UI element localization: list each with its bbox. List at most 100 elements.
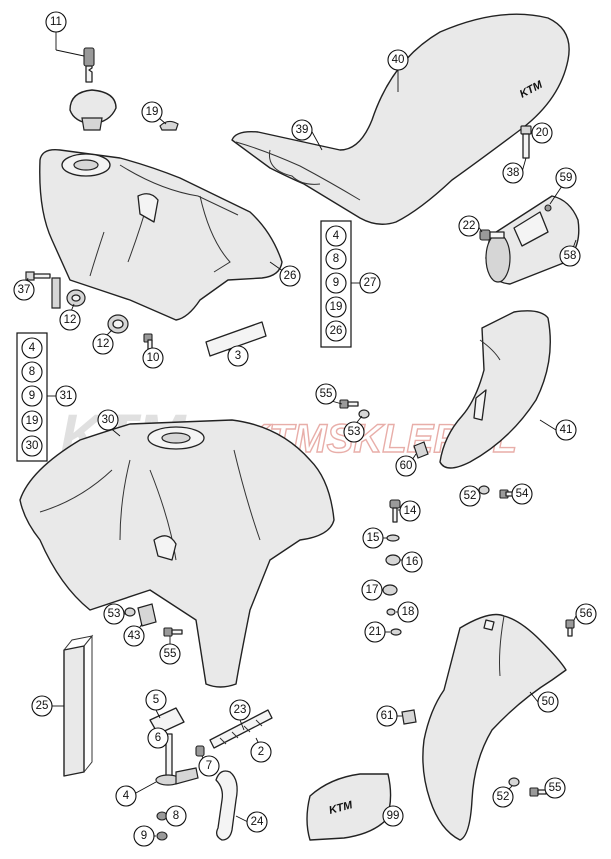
kit-box-27-item: 19: [325, 296, 347, 318]
callout-52a: 52: [459, 485, 481, 507]
callout-56: 56: [573, 603, 597, 625]
callout-9: 9: [133, 825, 156, 847]
svg-text:14: 14: [404, 505, 417, 517]
callout-3: 3: [227, 345, 249, 367]
svg-text:4: 4: [29, 342, 36, 354]
svg-text:55: 55: [320, 388, 333, 400]
callout-7: 7: [198, 755, 220, 777]
callout-21: 21: [364, 621, 390, 643]
svg-text:50: 50: [542, 696, 555, 708]
bolt-20: [520, 125, 532, 159]
callout-31: 31: [47, 385, 77, 407]
svg-text:25: 25: [36, 700, 49, 712]
svg-text:22: 22: [463, 220, 476, 232]
callout-53a: 53: [343, 415, 365, 443]
tool-bag: [485, 195, 580, 285]
callout-52b: 52: [492, 785, 514, 808]
callouts: 11 19 40 39 20 38 59 22 58 26 27 37 12 1…: [13, 11, 597, 847]
svg-text:19: 19: [146, 106, 159, 118]
callout-16: 16: [400, 551, 423, 573]
washer-53a: [124, 607, 136, 617]
svg-text:9: 9: [333, 277, 339, 289]
callout-12b: 12: [92, 329, 114, 355]
svg-text:8: 8: [333, 253, 339, 265]
clip-61: [401, 709, 417, 725]
key-blade-icon: [85, 65, 93, 83]
callout-99: 99: [382, 805, 404, 827]
fuel-tap-lever: [175, 767, 199, 785]
fuel-tank-upper: [39, 149, 283, 321]
washer-18: [386, 608, 396, 616]
callout-37: 37: [13, 277, 35, 301]
callout-12a: 12: [59, 303, 81, 331]
callout-23: 23: [229, 699, 251, 731]
svg-text:7: 7: [206, 760, 212, 772]
callout-61: 61: [376, 705, 402, 727]
svg-text:9: 9: [29, 390, 35, 402]
callout-41: 41: [539, 419, 577, 441]
bolt-22: [479, 229, 505, 241]
kit-box-27: 4 8 9 19 26: [320, 220, 352, 348]
callout-38: 38: [502, 157, 527, 184]
svg-text:12: 12: [97, 338, 110, 350]
kit-box-31-item: 8: [21, 361, 43, 383]
svg-text:21: 21: [369, 626, 382, 638]
svg-text:11: 11: [50, 16, 62, 28]
svg-text:60: 60: [400, 460, 413, 472]
clamp-2: [195, 745, 205, 757]
svg-text:12: 12: [64, 314, 77, 326]
callout-53b: 53: [103, 603, 126, 625]
svg-text:99: 99: [387, 810, 400, 822]
bolt-55b: [163, 627, 183, 637]
callout-54: 54: [511, 483, 533, 505]
svg-text:6: 6: [155, 732, 161, 744]
kit-box-27-item: 4: [325, 225, 347, 247]
bolt-55c: [529, 787, 547, 797]
svg-text:43: 43: [128, 630, 141, 642]
svg-text:58: 58: [564, 250, 577, 262]
bolt-37: [25, 271, 51, 281]
callout-20: 20: [531, 122, 553, 144]
callout-55b: 55: [159, 636, 181, 665]
svg-text:19: 19: [330, 301, 343, 313]
callout-17: 17: [361, 579, 383, 601]
svg-text:24: 24: [251, 816, 264, 828]
callout-50: 50: [529, 691, 559, 713]
seat: KTM: [231, 13, 570, 225]
svg-text:20: 20: [536, 127, 549, 139]
callout-43: 43: [123, 623, 145, 647]
fuel-hose-24: [215, 770, 238, 841]
kit-box-27-item: 9: [325, 272, 347, 294]
callout-19: 19: [141, 101, 167, 125]
svg-text:30: 30: [26, 440, 39, 452]
washer-21: [390, 628, 402, 636]
rubber-plug: [159, 120, 179, 131]
cover-99: KTM: [306, 773, 392, 841]
svg-text:53: 53: [348, 426, 361, 438]
fuel-cap-base: [81, 117, 103, 131]
grommet-17: [382, 584, 398, 596]
washer-52a: [478, 485, 490, 495]
svg-text:26: 26: [330, 325, 343, 337]
svg-text:55: 55: [164, 648, 177, 660]
svg-text:53: 53: [108, 608, 121, 620]
callout-14: 14: [398, 500, 421, 522]
svg-text:30: 30: [102, 414, 115, 426]
bolt-56: [565, 619, 575, 637]
svg-text:38: 38: [507, 167, 520, 179]
kit-box-31-item: 4: [21, 337, 43, 359]
washer-52b: [508, 777, 520, 787]
grommet-12b: [107, 314, 129, 334]
svg-text:52: 52: [464, 490, 477, 502]
callout-8: 8: [165, 805, 187, 827]
callout-30: 30: [97, 409, 121, 437]
washer-15: [386, 534, 400, 542]
svg-text:5: 5: [153, 694, 159, 706]
callout-39: 39: [291, 119, 323, 151]
callout-10: 10: [142, 347, 164, 369]
svg-text:61: 61: [381, 710, 394, 722]
callout-55c: 55: [544, 777, 566, 799]
svg-text:56: 56: [580, 608, 593, 620]
svg-text:8: 8: [173, 810, 179, 822]
